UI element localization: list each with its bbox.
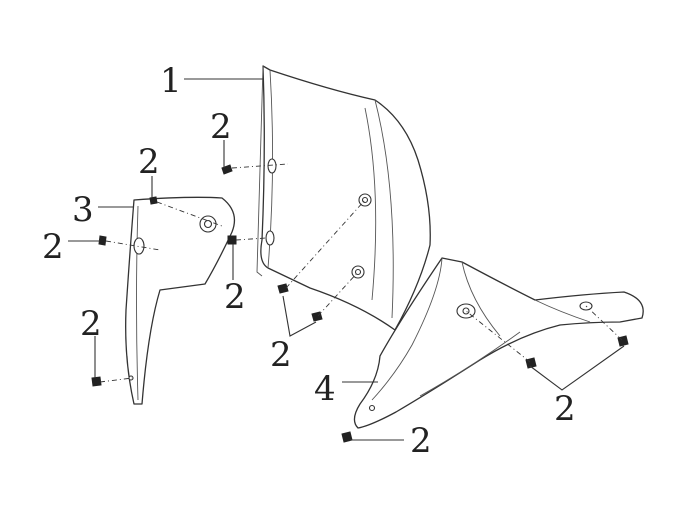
callout-bolt-cover-right: 2 xyxy=(554,389,576,429)
callouts: 1 2 2 3 2 2 2 2 4 2 2 xyxy=(42,61,576,461)
callout-bracket: 3 xyxy=(72,190,94,230)
bolt-bracket-side xyxy=(227,235,267,245)
callout-bolt-bracket-left: 2 xyxy=(42,227,64,267)
bolt-cover-2 xyxy=(585,305,629,347)
callout-bolt-top: 2 xyxy=(210,107,232,147)
bolt-bracket-bottom xyxy=(91,376,133,387)
bolt-cover-1 xyxy=(465,310,537,369)
callout-bolt-bracket-side: 2 xyxy=(224,277,246,317)
callout-bolt-screen-lower: 2 xyxy=(270,335,292,375)
leader-lines xyxy=(68,78,625,441)
callout-windscreen: 1 xyxy=(160,61,182,101)
bolt-screen-lower-1 xyxy=(277,199,366,294)
windscreen-part xyxy=(256,65,431,331)
bolts xyxy=(91,163,629,443)
bolt-bracket-top xyxy=(149,196,223,227)
bolt-screen-lower-2 xyxy=(311,271,359,322)
callout-bolt-cover-tip: 2 xyxy=(410,421,432,461)
cover-part xyxy=(353,257,644,429)
callout-bolt-bracket-bottom: 2 xyxy=(80,304,102,344)
callout-cover: 4 xyxy=(314,369,336,409)
bracket-part xyxy=(125,196,236,405)
callout-bolt-bracket-top: 2 xyxy=(138,142,160,182)
